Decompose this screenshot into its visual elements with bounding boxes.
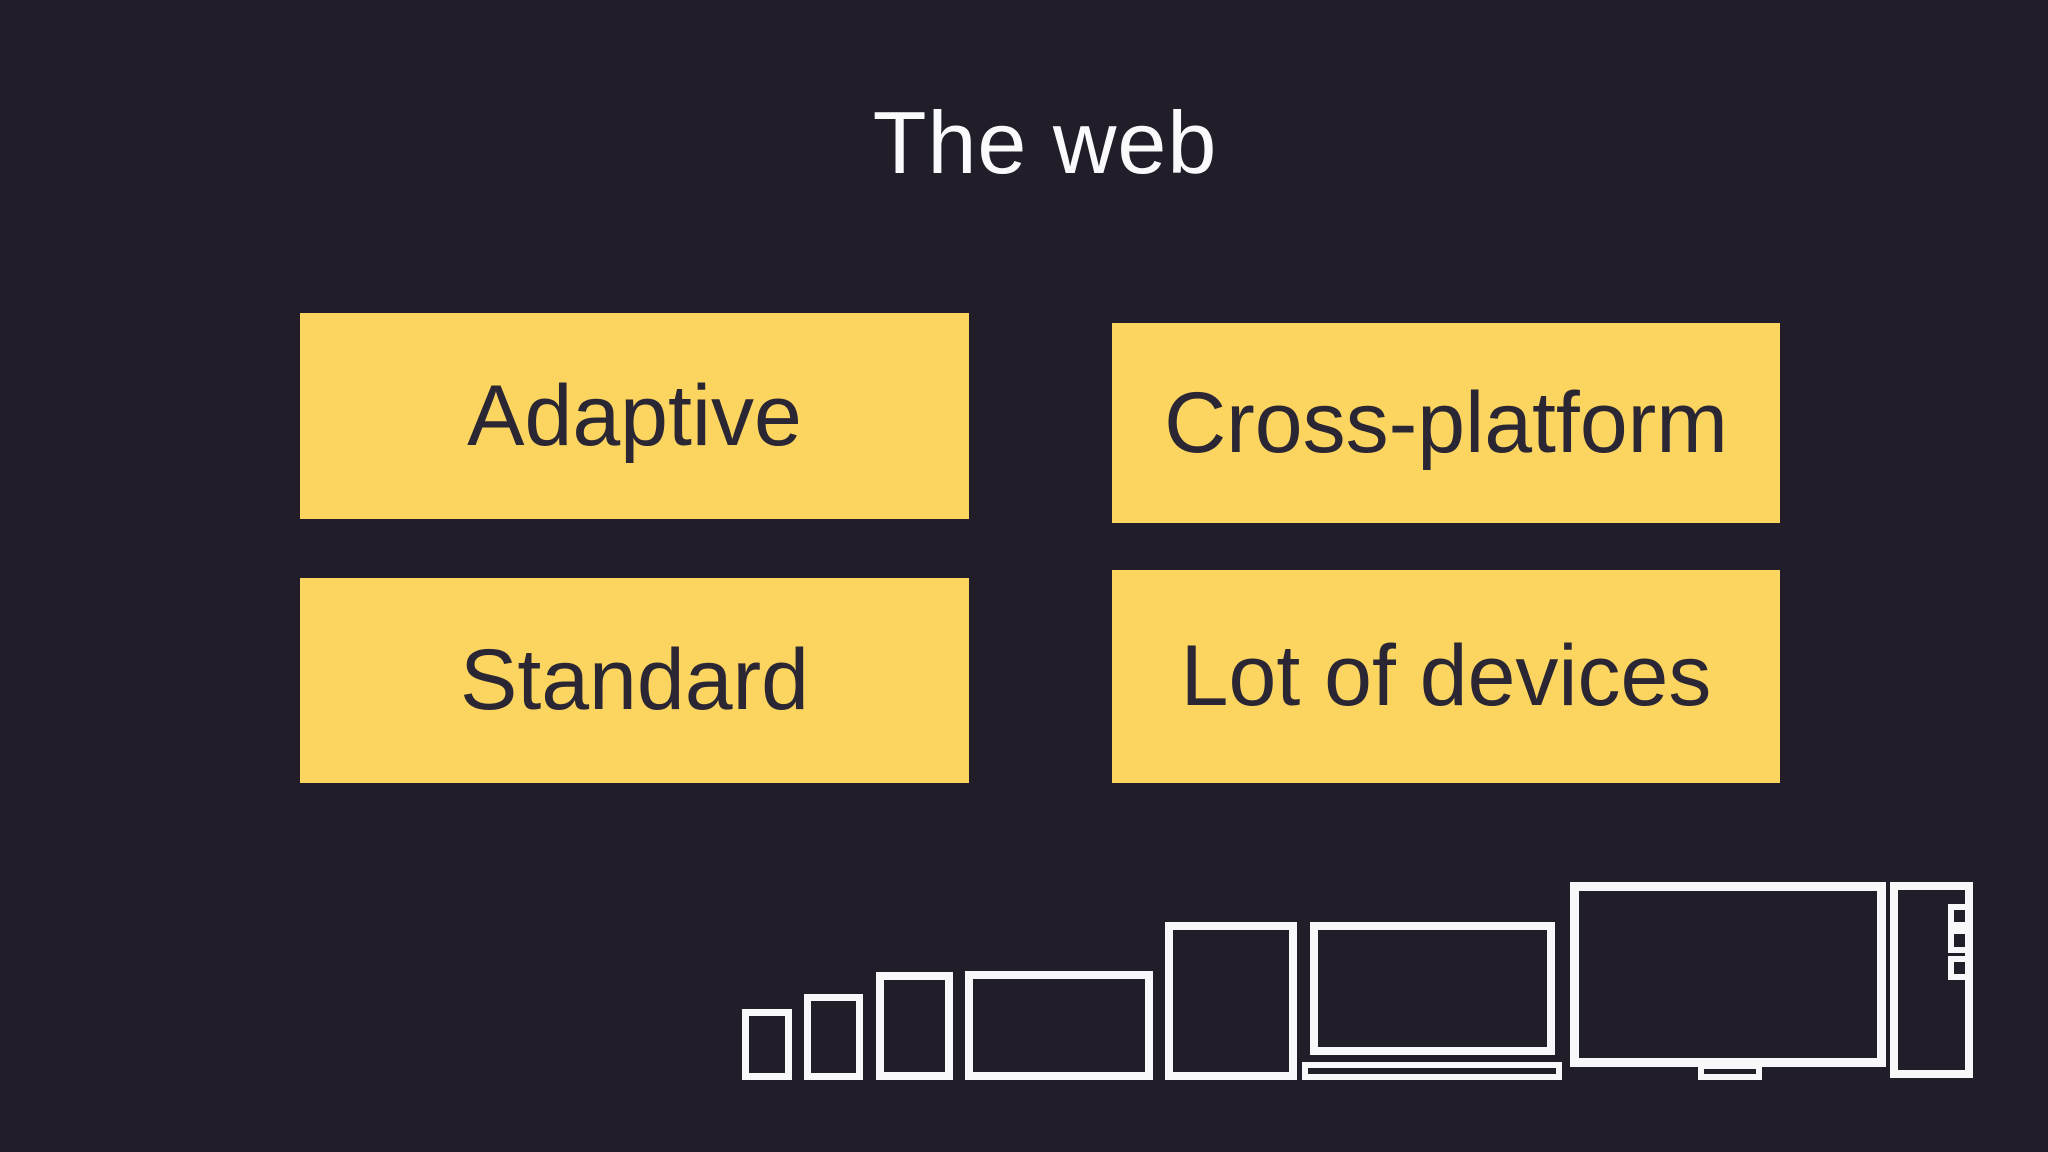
box-cross-platform: Cross-platform bbox=[1112, 323, 1780, 523]
tower-drive-bay-icon bbox=[1948, 956, 1973, 980]
tablet-portrait-icon bbox=[1165, 922, 1297, 1080]
phone-small-icon bbox=[804, 994, 863, 1080]
box-lot-of-devices-label: Lot of devices bbox=[1180, 628, 1712, 724]
box-standard-label: Standard bbox=[459, 632, 810, 728]
phone-extra-small-icon bbox=[742, 1009, 792, 1080]
box-adaptive: Adaptive bbox=[300, 313, 969, 519]
laptop-base-icon bbox=[1302, 1062, 1562, 1080]
tower-drive-bay-icon bbox=[1948, 904, 1973, 928]
box-standard: Standard bbox=[300, 578, 969, 783]
desktop-tower-icon bbox=[1890, 882, 1973, 1078]
box-cross-platform-label: Cross-platform bbox=[1164, 374, 1728, 471]
tablet-landscape-icon bbox=[965, 971, 1153, 1080]
box-lot-of-devices: Lot of devices bbox=[1112, 570, 1780, 783]
tower-drive-bay-icon bbox=[1948, 928, 1973, 953]
slide-title: The web bbox=[872, 93, 1218, 192]
phone-medium-icon bbox=[876, 972, 953, 1080]
monitor-icon bbox=[1570, 882, 1886, 1067]
laptop-screen-icon bbox=[1310, 922, 1555, 1055]
monitor-stand-icon bbox=[1698, 1063, 1762, 1080]
box-adaptive-label: Adaptive bbox=[467, 367, 802, 464]
